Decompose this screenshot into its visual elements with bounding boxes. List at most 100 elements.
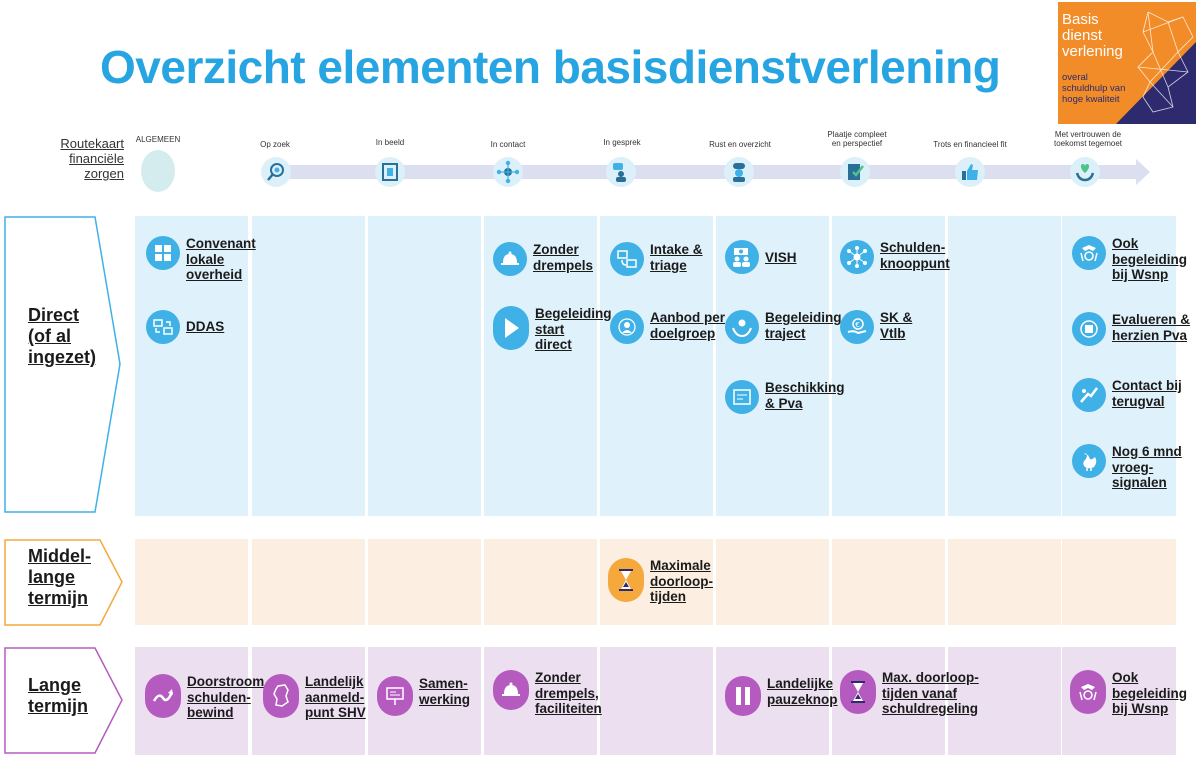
money-people-icon <box>725 240 759 274</box>
item-ddas[interactable]: DDAS <box>146 310 224 344</box>
item-label: Zonder drempels <box>533 242 594 273</box>
logo-title: Basis dienst verlening <box>1062 11 1123 60</box>
item-intake[interactable]: Intake & triage <box>610 242 703 276</box>
chat-icon <box>606 157 636 187</box>
row-label-direct: Direct (of al ingezet) <box>28 305 97 367</box>
item-aanbod[interactable]: Aanbod per doelgroep <box>610 310 725 344</box>
item-label: Landelijke pauzeknop <box>767 676 838 707</box>
grid-cell-middel <box>368 539 481 625</box>
screens-icon <box>610 242 644 276</box>
hourglass-icon <box>608 558 644 602</box>
stage-in-contact-label: In contact <box>490 140 526 149</box>
item-beschikking[interactable]: Beschikking & Pva <box>725 380 845 414</box>
stage-in-beeld-label: In beeld <box>375 138 405 147</box>
item-label: Convenant lokale overheid <box>186 236 256 282</box>
item-landelijk-aanmeldpunt[interactable]: Landelijk aanmeld- punt SHV <box>263 674 366 721</box>
grid-cell-middel <box>135 539 248 625</box>
row-label-middel: Middel- lange termijn <box>28 546 91 608</box>
item-label: Beschikking & Pva <box>765 380 845 411</box>
chef-icon <box>724 157 754 187</box>
presentation-icon <box>377 676 413 716</box>
item-vish[interactable]: VISH <box>725 240 797 274</box>
logo-subtitle: overal schuldhulp van hoge kwaliteit <box>1062 72 1126 105</box>
basisdienstverlening-logo: Basis dienst verlening overal schuldhulp… <box>1058 2 1196 124</box>
robot-arm-icon <box>1072 236 1106 270</box>
item-pauzeknop[interactable]: Landelijke pauzeknop <box>725 676 838 716</box>
stage-vertrouwen-label: Met vertrouwen de toekomst tegemoet <box>1053 130 1123 148</box>
hourglass-icon <box>840 670 876 714</box>
item-label: Begeleiding start direct <box>535 306 612 352</box>
grid-cell-direct <box>948 216 1061 516</box>
item-wsnp-lange[interactable]: Ook begeleiding bij Wsnp <box>1070 670 1187 717</box>
stage-op-zoek-label: Op zoek <box>260 140 290 149</box>
item-label: Doorstroom schulden- bewind <box>187 674 265 720</box>
item-label: Maximale doorloop- tijden <box>650 558 713 604</box>
magnifier-icon <box>261 157 291 187</box>
stage-in-gesprek-label: In gesprek <box>603 138 641 147</box>
item-label: Ook begeleiding bij Wsnp <box>1112 670 1188 716</box>
item-begeleiding-traject[interactable]: Begeleiding traject <box>725 310 842 344</box>
item-label: Contact bij terugval <box>1112 378 1182 409</box>
stage-trots-label: Trots en financieel fit <box>933 140 1007 149</box>
middel-row-arrow <box>4 539 123 626</box>
grid-cell-lange <box>600 647 713 755</box>
svg-text:€: € <box>855 321 859 329</box>
item-label: SK & Vtlb <box>880 310 913 341</box>
item-samenwerking[interactable]: Samen- werking <box>377 676 470 716</box>
grid-cell-middel <box>716 539 829 625</box>
person-target-icon <box>610 310 644 344</box>
certificate-icon <box>725 380 759 414</box>
data-exchange-icon <box>146 310 180 344</box>
timeline-arrowhead <box>1136 159 1150 185</box>
rooster-icon <box>1072 444 1106 478</box>
stage-rust-label: Rust en overzicht <box>709 140 771 149</box>
item-label: Schulden- knooppunt <box>880 240 950 271</box>
item-label: Intake & triage <box>650 242 703 273</box>
puzzle-icon <box>146 236 180 270</box>
item-max-doorlooptijden-schuldregeling[interactable]: Max. doorloop- tijden vanaf schuldregeli… <box>840 670 979 717</box>
item-sk-vtlb[interactable]: € SK & Vtlb <box>840 310 912 344</box>
play-icon <box>493 306 529 350</box>
item-begeleiding-start[interactable]: Begeleiding start direct <box>493 306 612 353</box>
flow-arrow-icon <box>145 674 181 718</box>
thumbs-up-icon <box>955 157 985 187</box>
item-label: Samen- werking <box>419 676 471 707</box>
grid-cell-direct <box>368 216 481 516</box>
grid-cell-middel <box>1062 539 1176 625</box>
stage-plaatje-label: Plaatje compleet en perspectief <box>827 130 887 148</box>
item-wsnp-direct[interactable]: Ook begeleiding bij Wsnp <box>1072 236 1187 283</box>
review-cycle-icon <box>1072 312 1106 346</box>
item-vroegsignalen[interactable]: Nog 6 mnd vroeg- signalen <box>1072 444 1182 491</box>
item-schuldenknooppunt[interactable]: Schulden- knooppunt <box>840 240 950 274</box>
robot-arm-icon <box>1070 670 1106 714</box>
grid-cell-middel <box>948 539 1061 625</box>
item-convenant[interactable]: Convenant lokale overheid <box>146 236 256 283</box>
item-doorstroom[interactable]: Doorstroom schulden- bewind <box>145 674 264 721</box>
bell-icon <box>493 242 527 276</box>
euro-hand-icon: € <box>840 310 874 344</box>
item-zonder-drempels-faciliteiten[interactable]: Zonder drempels, faciliteiten <box>493 670 602 717</box>
grid-cell-middel <box>832 539 945 625</box>
pause-icon <box>725 676 761 716</box>
grid-cell-middel <box>252 539 365 625</box>
item-label: DDAS <box>186 319 225 334</box>
item-label: Begeleiding traject <box>765 310 842 341</box>
handshake-icon <box>1072 378 1106 412</box>
item-maximale-doorlooptijden[interactable]: Maximale doorloop- tijden <box>608 558 713 605</box>
item-label: Ook begeleiding bij Wsnp <box>1112 236 1188 282</box>
grid-cell-direct <box>252 216 365 516</box>
item-label: Aanbod per doelgroep <box>650 310 726 341</box>
heart-hands-icon <box>1070 157 1100 187</box>
bell-icon <box>493 670 529 710</box>
page-title: Overzicht elementen basisdienstverlening <box>100 41 1001 93</box>
knot-network-icon <box>840 240 874 274</box>
routekaart-label[interactable]: Routekaart financiële zorgen <box>60 136 124 181</box>
item-label: Landelijk aanmeld- punt SHV <box>305 674 366 720</box>
item-contact-terugval[interactable]: Contact bij terugval <box>1072 378 1182 412</box>
lange-row-arrow <box>4 647 123 754</box>
item-label: Zonder drempels, faciliteiten <box>535 670 602 716</box>
document-check-icon <box>840 157 870 187</box>
item-evalueren[interactable]: Evalueren & herzien Pva <box>1072 312 1190 346</box>
frame-icon <box>375 157 405 187</box>
item-zonder-drempels[interactable]: Zonder drempels <box>493 242 593 276</box>
